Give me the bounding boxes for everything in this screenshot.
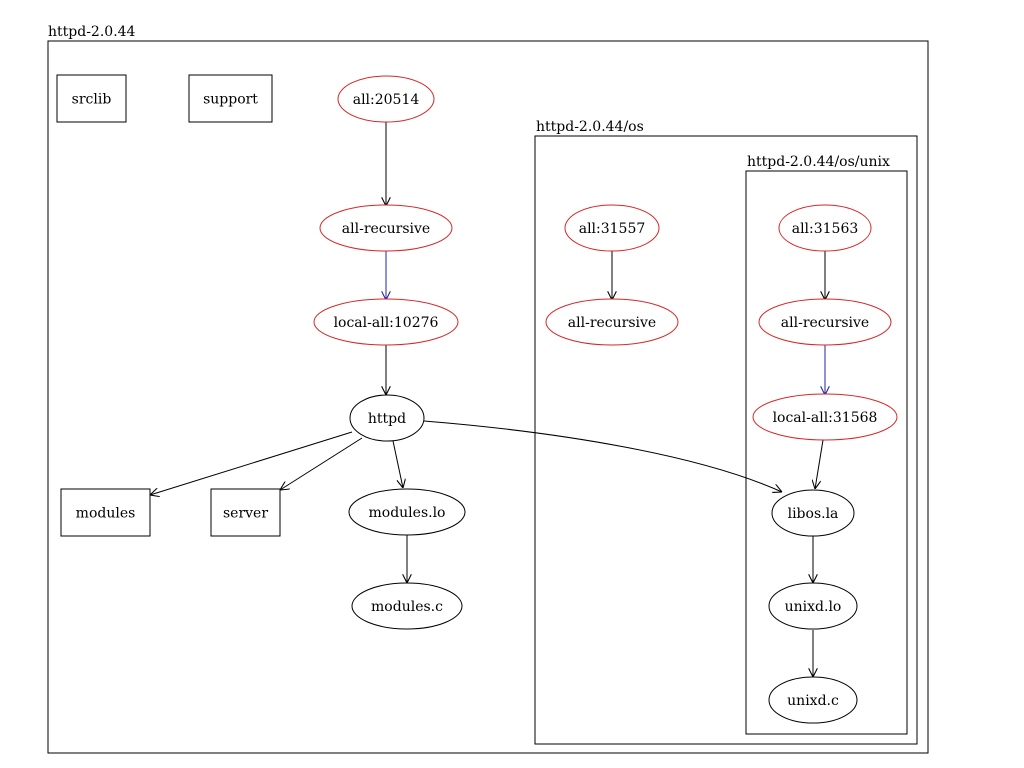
- edge-httpd-to-server: [280, 437, 363, 490]
- cluster-os-label: httpd-2.0.44/os: [536, 119, 644, 135]
- node-all-31563[interactable]: all:31563: [778, 204, 872, 252]
- node-all-31563-label: all:31563: [792, 221, 859, 237]
- node-server[interactable]: server: [210, 488, 281, 537]
- node-all-31557-label: all:31557: [579, 221, 646, 237]
- node-all-20514[interactable]: all:20514: [337, 75, 435, 123]
- cluster-os-border: [534, 135, 918, 745]
- node-all-recursive-unix[interactable]: all-recursive: [758, 298, 892, 346]
- node-local-all-10276[interactable]: local-all:10276: [313, 298, 459, 346]
- cluster-unix-border: [745, 170, 908, 735]
- node-local-all-31568-label: local-all:31568: [773, 410, 878, 426]
- node-all-20514-label: all:20514: [353, 92, 420, 108]
- cluster-root-border: [47, 40, 929, 754]
- node-modules-c[interactable]: modules.c: [351, 582, 463, 630]
- node-libos-la[interactable]: libos.la: [771, 489, 855, 537]
- node-modules-lo-label: modules.lo: [369, 505, 446, 521]
- node-all-recursive-unix-label: all-recursive: [781, 315, 869, 331]
- node-srclib-label: srclib: [72, 92, 112, 108]
- node-unixd-lo[interactable]: unixd.lo: [768, 582, 858, 630]
- node-server-label: server: [223, 506, 268, 522]
- edge-local-all-31568-to-libos-la: [815, 439, 824, 489]
- node-httpd-label: httpd: [368, 411, 406, 427]
- cluster-unix-label: httpd-2.0.44/os/unix: [747, 154, 890, 170]
- node-all-recursive-root[interactable]: all-recursive: [319, 204, 453, 252]
- node-srclib[interactable]: srclib: [56, 74, 127, 123]
- edge-httpd-to-modules: [150, 431, 353, 495]
- node-modules-lo[interactable]: modules.lo: [348, 488, 466, 536]
- node-local-all-31568[interactable]: local-all:31568: [752, 393, 898, 441]
- edge-httpd-to-libos-la: [423, 420, 782, 492]
- node-all-recursive-os[interactable]: all-recursive: [545, 298, 679, 346]
- node-modules-dir[interactable]: modules: [60, 488, 151, 537]
- node-all-recursive-root-label: all-recursive: [342, 221, 430, 237]
- node-all-recursive-os-label: all-recursive: [568, 315, 656, 331]
- node-httpd[interactable]: httpd: [349, 394, 425, 442]
- cluster-root-label: httpd-2.0.44: [48, 24, 136, 40]
- node-unixd-lo-label: unixd.lo: [785, 599, 842, 615]
- cluster-httpd-2-0-44-os-unix: httpd-2.0.44/os/unix: [745, 154, 908, 735]
- cluster-httpd-2-0-44-os: httpd-2.0.44/os: [534, 119, 918, 745]
- node-modules-c-label: modules.c: [371, 599, 443, 615]
- node-support[interactable]: support: [188, 74, 273, 123]
- edge-httpd-to-modules-lo: [392, 440, 403, 488]
- node-libos-la-label: libos.la: [788, 506, 839, 522]
- node-modules-dir-label: modules: [76, 506, 136, 522]
- node-local-all-10276-label: local-all:10276: [334, 315, 439, 331]
- node-unixd-c[interactable]: unixd.c: [768, 676, 858, 724]
- node-unixd-c-label: unixd.c: [787, 693, 839, 709]
- node-support-label: support: [203, 92, 258, 108]
- cluster-httpd-2-0-44: httpd-2.0.44: [47, 24, 929, 754]
- node-all-31557[interactable]: all:31557: [564, 204, 660, 252]
